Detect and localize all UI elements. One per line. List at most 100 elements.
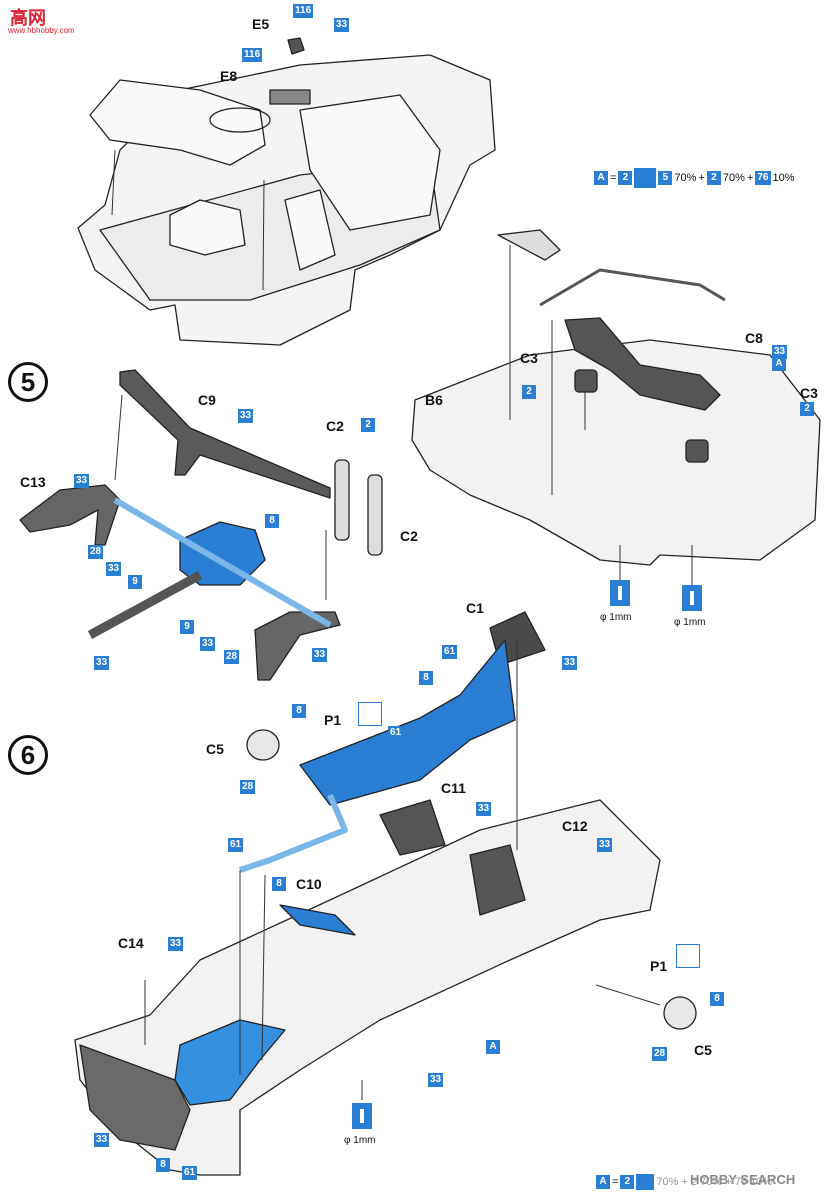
label-e5: E5 — [252, 16, 270, 32]
formula-n76: 76 — [755, 171, 771, 185]
color-61-b: 61 — [388, 726, 404, 740]
label-c11: C11 — [441, 780, 466, 796]
step-5-badge: 5 — [8, 362, 48, 402]
label-c3-right: C3 — [800, 385, 818, 401]
label-p1-bottom: P1 — [650, 958, 668, 974]
formula-plus: + — [698, 172, 705, 184]
mix-icon-bottom — [636, 1174, 655, 1190]
part-c8-crossmember — [564, 317, 721, 411]
color-28-c5: 28 — [240, 780, 256, 794]
color-2-c3-left: 2 — [522, 385, 536, 399]
drill-size-1: φ 1mm — [600, 612, 632, 623]
drill-icon — [352, 1103, 372, 1129]
color-33-c1: 33 — [562, 656, 578, 670]
color-8-c5: 8 — [292, 704, 306, 718]
part-c9-arm — [119, 369, 331, 499]
color-2-c2: 2 — [361, 418, 375, 432]
formula-a: A — [594, 171, 608, 185]
label-c5-left: C5 — [206, 741, 224, 757]
drill-size-2: φ 1mm — [674, 617, 706, 628]
label-a-box-1: A — [772, 357, 786, 371]
watermark-bottom: HOBBY SEARCH — [690, 1172, 796, 1187]
color-33-c9: 33 — [238, 409, 254, 423]
part-c11-block — [379, 799, 446, 856]
prop-shaft — [87, 571, 203, 639]
color-61-d: 61 — [182, 1166, 198, 1180]
color-33-h: 33 — [428, 1073, 444, 1087]
label-c1: C1 — [466, 600, 484, 616]
part-c13-arm-right — [254, 611, 341, 681]
part-c2-strut-1 — [334, 459, 350, 541]
label-c14: C14 — [118, 935, 144, 951]
part-c3-bush-1 — [574, 369, 598, 393]
color-8-gearbox: 8 — [265, 514, 279, 528]
color-33-c14: 33 — [168, 937, 184, 951]
color-33-c13: 33 — [74, 474, 90, 488]
formula-bottom-rest: 70% + 2 70% + 76 10% — [656, 1176, 773, 1188]
formula-p70a: 70% — [674, 172, 697, 184]
watermark-logo: 高网 — [10, 8, 46, 28]
label-e8: E8 — [220, 68, 238, 84]
color-33-e: 33 — [94, 656, 110, 670]
formula-n2: 2 — [618, 171, 633, 185]
step-6-badge: 6 — [8, 735, 48, 775]
color-2-c3-right: 2 — [800, 402, 814, 416]
formula-n2b: 2 — [706, 171, 721, 185]
drill-size-3: φ 1mm — [344, 1135, 376, 1146]
label-c2-top: C2 — [326, 418, 344, 434]
color-33-b: 33 — [106, 562, 122, 576]
label-c3-left: C3 — [520, 350, 538, 366]
part-c5-left — [246, 729, 280, 761]
watermark-url: www.hbhobby.com — [8, 26, 75, 35]
formula-bottom-a: A — [596, 1175, 610, 1189]
color-33-f: 33 — [312, 648, 328, 662]
cement-warning-icon — [676, 944, 700, 968]
color-33-c12: 33 — [597, 838, 613, 852]
color-28-b: 28 — [224, 650, 240, 664]
mix-icon — [634, 168, 657, 188]
formula-n5: 5 — [658, 171, 673, 185]
label-c9: C9 — [198, 392, 216, 408]
steering-wheel — [209, 107, 271, 133]
steering-rack — [539, 268, 726, 307]
label-c8: C8 — [745, 330, 763, 346]
label-b6: B6 — [425, 392, 443, 408]
part-e8 — [269, 89, 311, 105]
color-8-e: 8 — [710, 992, 724, 1006]
drive-shaft — [113, 497, 332, 628]
label-c10: C10 — [296, 876, 322, 892]
formula-p70b: 70% — [722, 172, 745, 184]
formula-plus-2: + — [746, 172, 754, 184]
label-c12: C12 — [562, 818, 588, 834]
part-c3-bush-2 — [685, 439, 709, 463]
color-33-d: 33 — [200, 637, 216, 651]
color-8-c10: 8 — [272, 877, 286, 891]
drill-icon — [682, 585, 702, 611]
color-61-a: 61 — [442, 645, 458, 659]
part-c12-block — [469, 844, 526, 916]
part-c10-bracket — [279, 904, 356, 936]
label-p1-top: P1 — [324, 712, 342, 728]
label-a-box-2: A — [486, 1040, 500, 1054]
color-9-a: 9 — [128, 575, 142, 589]
label-c13: C13 — [20, 474, 46, 490]
color-formula-bottom: A = 2 70% + 2 70% + 76 10% — [596, 1174, 772, 1190]
part-8-gearbox — [179, 521, 266, 586]
rear-seat — [299, 94, 441, 231]
formula-eq: = — [610, 172, 617, 184]
label-c2-bottom: C2 — [400, 528, 418, 544]
color-9-b: 9 — [180, 620, 194, 634]
part-c13-arm — [19, 484, 121, 546]
exhaust-main-8 — [299, 639, 516, 806]
color-116-e5: 116 — [293, 4, 314, 18]
seat-back — [284, 189, 336, 271]
label-c5-right: C5 — [694, 1042, 712, 1058]
formula-bottom-eq: = — [612, 1176, 619, 1188]
drill-icon — [610, 580, 630, 606]
color-33-c11: 33 — [476, 802, 492, 816]
color-33-e5: 33 — [334, 18, 350, 32]
color-8-exhaust: 8 — [419, 671, 433, 685]
cement-warning-icon — [358, 702, 382, 726]
color-formula-top: A = 2 5 70% + 2 70% + 76 10% — [594, 168, 795, 188]
